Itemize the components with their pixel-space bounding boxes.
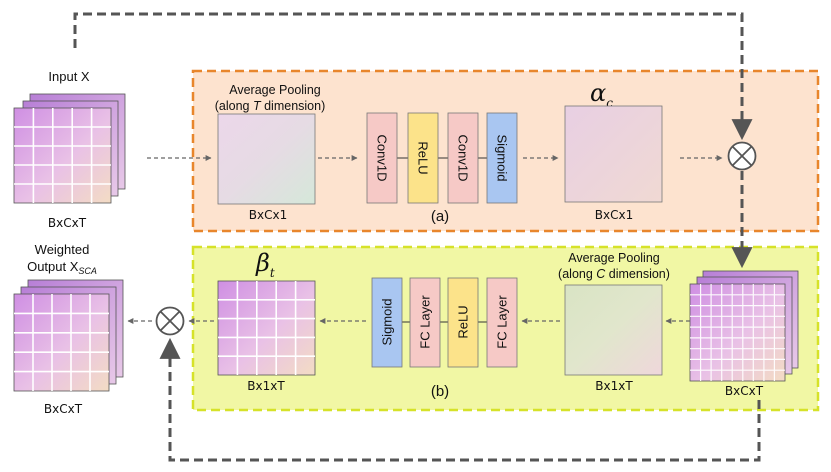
beta-t-map (217, 280, 316, 376)
branch-b-pool-shape: Bx1xT (595, 379, 633, 393)
skip-connection-feature-to-multiply (159, 337, 761, 462)
svg-text:Conv1D: Conv1D (375, 135, 390, 182)
svg-text:ReLU: ReLU (416, 141, 431, 174)
output-tensor (13, 279, 124, 392)
beta-t-shape: Bx1xT (247, 379, 285, 393)
branch-b-sigmoid: Sigmoid (371, 277, 403, 368)
input-title: Input X (48, 69, 90, 84)
channel-weighted-feature-tensor (689, 270, 799, 382)
svg-text:Sigmoid: Sigmoid (495, 135, 510, 182)
branch-a-conv1d-1: Conv1D (366, 112, 398, 204)
branch-b-pooled-map (564, 284, 663, 376)
output-shape-label: BxCxT (44, 402, 83, 416)
channel-multiply-icon (727, 141, 757, 171)
alpha-c-shape: BxCx1 (595, 208, 633, 222)
feature-tensor-shape: BxCxT (725, 384, 764, 398)
branch-a-tag: (a) (431, 208, 449, 225)
input-tensor (13, 93, 126, 204)
branch-a-conv1d-2: Conv1D (447, 112, 479, 204)
branch-a-relu: ReLU (407, 112, 439, 204)
svg-text:FC Layer: FC Layer (418, 295, 433, 349)
beta-t-symbol: βt (255, 249, 275, 280)
branch-a-sigmoid: Sigmoid (486, 112, 518, 204)
temporal-multiply-icon (155, 306, 185, 336)
branch-b-relu: ReLU (447, 277, 479, 368)
branch-b-pool-subtitle: (along C dimension) (558, 267, 670, 281)
alpha-c-map (564, 105, 663, 203)
svg-text:Conv1D: Conv1D (456, 135, 471, 182)
branch-a-pooled-map (217, 113, 316, 205)
branch-b-pool-title: Average Pooling (568, 251, 660, 265)
branch-b-fc-layer-1: FC Layer (409, 277, 441, 368)
output-title-line2: Output XSCA (27, 259, 97, 276)
alpha-c-symbol: αc (590, 79, 613, 110)
svg-text:ReLU: ReLU (456, 305, 471, 338)
input-shape-label: BxCxT (48, 216, 87, 230)
branch-a-pool-shape: BxCx1 (249, 208, 287, 222)
branch-a-pool-subtitle: (along T dimension) (215, 99, 326, 113)
branch-b-fc-layer-2: FC Layer (486, 277, 518, 368)
output-title-line1: Weighted (35, 242, 90, 257)
svg-text:FC Layer: FC Layer (495, 295, 510, 349)
branch-b-tag: (b) (431, 383, 449, 400)
branch-a-pool-title: Average Pooling (229, 83, 321, 97)
svg-text:Sigmoid: Sigmoid (380, 299, 395, 346)
skip-connection-input-to-multiply (73, 12, 753, 141)
